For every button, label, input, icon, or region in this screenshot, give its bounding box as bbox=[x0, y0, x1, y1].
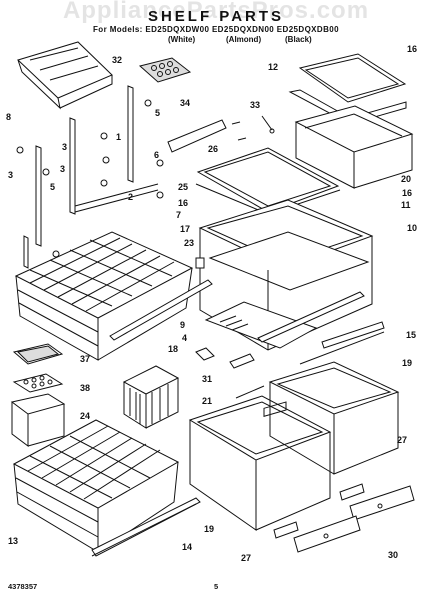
part-slide-rail-left bbox=[109, 279, 213, 341]
callout-label: 3 bbox=[8, 170, 13, 180]
callout-label: 2 bbox=[128, 192, 133, 202]
callout-label: 19 bbox=[204, 524, 214, 534]
callout-label: 26 bbox=[208, 144, 218, 154]
callout-label: 10 bbox=[407, 223, 417, 233]
part-slide-rails-lower bbox=[195, 291, 385, 399]
callout-label: 32 bbox=[112, 55, 122, 65]
callout-label: 16 bbox=[402, 188, 412, 198]
callout-label: 34 bbox=[180, 98, 190, 108]
part-egg-holder bbox=[12, 373, 64, 393]
callout-label: 31 bbox=[202, 374, 212, 384]
part-wire-basket-small bbox=[122, 365, 180, 429]
part-small-bin bbox=[10, 393, 66, 447]
callout-label: 16 bbox=[407, 44, 417, 54]
part-shelf-rails bbox=[16, 85, 164, 269]
part-clip bbox=[195, 257, 205, 269]
callout-label: 30 bbox=[388, 550, 398, 560]
part-small-cover bbox=[12, 343, 64, 365]
callout-label: 15 bbox=[406, 330, 416, 340]
callout-label: 9 bbox=[180, 320, 185, 330]
part-wire-basket-lower bbox=[12, 419, 180, 553]
callout-label: 11 bbox=[401, 200, 411, 210]
part-glass-shelf-middle bbox=[195, 147, 341, 215]
callout-label: 14 bbox=[182, 542, 192, 552]
document-number: 4378357 bbox=[8, 582, 38, 591]
callout-label: 3 bbox=[62, 142, 67, 152]
callout-label: 33 bbox=[250, 100, 260, 110]
callout-label: 13 bbox=[8, 536, 18, 546]
callout-label: 6 bbox=[154, 150, 159, 160]
part-screw bbox=[261, 115, 275, 134]
part-crisper-drawer-left bbox=[188, 395, 332, 531]
part-drawer-badges bbox=[273, 483, 415, 553]
callout-label: 4 bbox=[182, 333, 187, 343]
callout-label: 1 bbox=[116, 132, 121, 142]
callout-label: 16 bbox=[178, 198, 188, 208]
variant-almond: (Almond) bbox=[226, 35, 262, 44]
part-slide-rail-bottom bbox=[91, 497, 201, 557]
callout-label: 8 bbox=[6, 112, 11, 122]
part-crisper-frame bbox=[198, 199, 374, 351]
callout-label: 3 bbox=[60, 164, 65, 174]
part-egg-tray bbox=[138, 57, 192, 83]
part-shelf-trim bbox=[167, 119, 247, 153]
callout-label: 5 bbox=[50, 182, 55, 192]
part-deli-drawer bbox=[294, 105, 414, 189]
callout-label: 38 bbox=[80, 383, 90, 393]
callout-label: 37 bbox=[80, 354, 90, 364]
diagram-title: SHELF PARTS bbox=[147, 8, 285, 25]
callout-label: 27 bbox=[397, 435, 407, 445]
callout-label: 18 bbox=[168, 344, 178, 354]
variant-black: (Black) bbox=[285, 35, 312, 44]
page-number: 5 bbox=[214, 582, 219, 591]
callout-label: 17 bbox=[180, 224, 190, 234]
part-wire-basket-upper bbox=[14, 231, 194, 361]
callout-label: 23 bbox=[184, 238, 194, 248]
callout-label: 12 bbox=[268, 62, 278, 72]
callout-label: 24 bbox=[80, 411, 90, 421]
model-numbers: For Models: ED25DQXDW00 ED25DQXDN00 ED25… bbox=[93, 25, 339, 34]
variant-white: (White) bbox=[168, 35, 196, 44]
watermark: AppliancePartsPros.com bbox=[62, 0, 370, 24]
part-crisper-drawer-right bbox=[268, 361, 400, 475]
callout-label: 5 bbox=[155, 108, 160, 118]
callout-label: 25 bbox=[178, 182, 188, 192]
part-door-bin-top bbox=[17, 41, 113, 110]
callout-label: 19 bbox=[402, 358, 412, 368]
callout-label: 21 bbox=[202, 396, 212, 406]
callout-label: 20 bbox=[401, 174, 411, 184]
callout-label: 7 bbox=[176, 210, 181, 220]
callout-label: 27 bbox=[241, 553, 251, 563]
